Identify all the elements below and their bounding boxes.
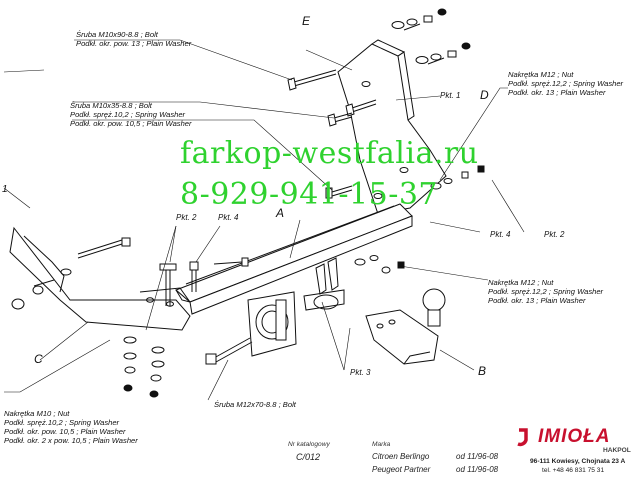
note-bolt-m10x35: Śruba M10x35-8.8 ; Bolt Podkł. spręż.10,… xyxy=(70,101,192,128)
socket-plate xyxy=(247,291,297,357)
note-line: Podkł. okr. pow. 10,5 ; Plain Washer xyxy=(70,119,192,128)
car-date-1: od 11/96-08 xyxy=(456,452,499,461)
bolt-m10x35 xyxy=(325,112,353,199)
note-line: Podkł. okr. 13 ; Plain Washer xyxy=(508,88,606,97)
note-nut-m10: Nakrętka M10 ; Nut Podkł. spręż.10,2 ; S… xyxy=(4,409,138,445)
car-date-2: od 11/96-08 xyxy=(456,465,499,474)
pkt-1-label: Pkt. 1 xyxy=(440,91,461,100)
company-address: 96-111 Kowiesy, Chojnata 23 A xyxy=(530,458,626,465)
top-washers-and-nuts xyxy=(391,8,471,65)
company-phone: tel. +48 46 831 75 31 xyxy=(542,467,605,474)
note-line: Nakrętka M10 ; Nut xyxy=(4,409,70,418)
part-letter-C: C xyxy=(34,352,43,366)
note-bolt-m12x70: Śruba M12x70-8.8 ; Bolt xyxy=(214,400,296,409)
note-line: Podkł. okr. 2 x pow. 10,5 ; Plain Washer xyxy=(4,436,138,445)
pkt-2-left-label: Pkt. 2 xyxy=(176,213,197,222)
note-line: Śruba M10x35-8.8 ; Bolt xyxy=(70,101,152,110)
catalog-nr-value: C/012 xyxy=(296,452,321,462)
leader-lines xyxy=(3,39,525,401)
note-line: Podkł. spręż.10,2 ; Spring Washer xyxy=(4,418,120,427)
catalog-nr-label: Nr katalogowy xyxy=(288,441,330,448)
part-letter-B: B xyxy=(478,364,487,378)
pkt-3-label: Pkt. 3 xyxy=(350,368,371,377)
part-letter-A: A xyxy=(276,206,285,220)
note-line: Nakrętka M12 ; Nut xyxy=(508,70,574,79)
note-line: Śruba M10x90-8.8 ; Bolt xyxy=(76,30,158,39)
tow-ball-mount xyxy=(365,288,446,365)
note-line: Podkł. spręż.12,2 ; Spring Washer xyxy=(508,79,624,88)
note-line: Podkł. okr. pow. 10,5 ; Plain Washer xyxy=(4,427,126,436)
note-line: Podkł. spręż.12,2 ; Spring Washer xyxy=(488,287,604,296)
note-line: Podkł. okr. 13 ; Plain Washer xyxy=(488,296,586,305)
main-cross-beam xyxy=(175,203,413,315)
car-name-1: Citroen Berlingo xyxy=(372,452,430,461)
company-logo-text: IMIOŁA xyxy=(538,426,611,447)
bolt-m10x90 xyxy=(287,69,377,117)
note-nut-m12-right: Nakrętka M12 ; Nut Podkł. spręż.12,2 ; S… xyxy=(488,278,603,305)
pkt-4-left-label: Pkt. 4 xyxy=(218,213,239,222)
watermark-phone: 8-929-941-15-37 xyxy=(180,177,439,212)
pkt-2-right-label: Pkt. 2 xyxy=(544,230,565,239)
company-sub: HAKPOL xyxy=(603,447,631,454)
watermark-site: farkop-westfalia.ru xyxy=(180,136,479,171)
note-bolt-m10x90: Śruba M10x90-8.8 ; Bolt Podkł. okr. pow.… xyxy=(76,30,191,48)
left-side-bracket xyxy=(9,226,191,331)
note-line: Podkł. spręż.10,2 ; Spring Washer xyxy=(70,110,186,119)
company-logo-icon xyxy=(517,428,528,447)
right-side-bracket xyxy=(337,39,447,215)
left-bolts xyxy=(11,237,253,365)
part-letter-D: D xyxy=(480,88,489,102)
car-name-2: Peugeot Partner xyxy=(372,465,431,474)
ball-mount-flanges xyxy=(303,257,345,311)
left-nut-stack-m10 xyxy=(123,336,165,398)
catalog-marka-label: Marka xyxy=(372,441,391,448)
note-line: Nakrętka M12 ; Nut xyxy=(488,278,554,287)
part-letter-E: E xyxy=(302,14,311,28)
part-number-1: 1 xyxy=(2,184,8,195)
note-line: Podkł. okr. pow. 13 ; Plain Washer xyxy=(76,39,192,48)
right-nuts-m12 xyxy=(354,165,485,274)
note-nut-m12-top: Nakrętka M12 ; Nut Podkł. spręż.12,2 ; S… xyxy=(508,70,623,97)
pkt-4-right-label: Pkt. 4 xyxy=(490,230,511,239)
